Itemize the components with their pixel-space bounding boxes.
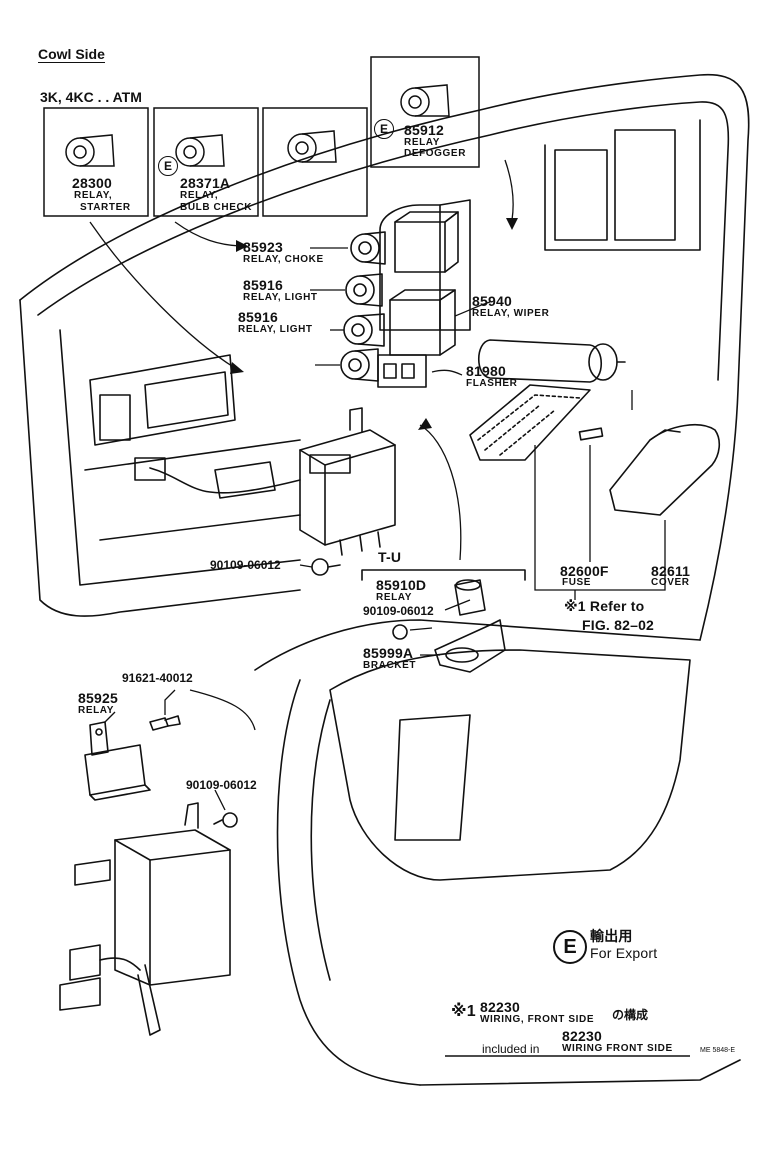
note-number: 82230 — [480, 999, 520, 1015]
part-number-81980: 81980 — [466, 363, 506, 379]
part-desc-85916-b: RELAY, LIGHT — [238, 324, 313, 335]
relay-85925 — [84, 744, 146, 796]
export-legend-en: For Export — [590, 945, 658, 961]
part-number-85925: 85925 — [78, 690, 118, 706]
cowl-side-heading: Cowl Side — [38, 46, 105, 63]
tu-label: T-U — [378, 549, 402, 565]
leader-28300 — [89, 221, 236, 369]
note-mark: ※1 — [451, 1003, 476, 1020]
part-desc-85940: RELAY, WIPER — [472, 308, 550, 319]
engine-note: 3K, 4KC . . ATM — [40, 89, 142, 105]
part-desc-28371a-2: BULB CHECK — [180, 202, 253, 213]
refer-line-2: FIG. 82–02 — [582, 617, 655, 633]
part-number-82600f: 82600F — [560, 563, 609, 579]
lower-control-module — [114, 829, 231, 986]
flasher-unit — [377, 354, 427, 388]
refer-line-1: ※1 Refer to — [564, 598, 645, 614]
dash-outline — [19, 73, 750, 641]
part-desc-82611: COVER — [651, 577, 690, 588]
part-desc-85910d: RELAY — [376, 592, 412, 603]
frame-28371a — [153, 107, 259, 217]
dash-inner-outline — [37, 101, 730, 381]
part-number-85923: 85923 — [243, 239, 283, 255]
part-number-85916-a: 85916 — [243, 277, 283, 293]
fuse-cylinder — [478, 339, 603, 383]
frame-plain-relay — [262, 107, 368, 217]
tu-bracket — [434, 619, 506, 673]
part-number-28300: 28300 — [72, 175, 112, 191]
note-included: included in — [482, 1042, 540, 1056]
part-desc-85912-2: DEFOGGER — [404, 148, 467, 159]
leader-fuse-group — [534, 445, 666, 591]
part-desc-28300-1: RELAY, — [74, 190, 113, 201]
part-number-28371a: 28371A — [180, 175, 231, 191]
part-number-90109-c: 90109-06012 — [186, 778, 257, 792]
export-legend-jp: 輸出用 — [590, 928, 633, 944]
export-badge-28371a: E — [158, 156, 178, 176]
part-desc-28300-2: STARTER — [80, 202, 131, 213]
part-number-90109-a: 90109-06012 — [210, 558, 281, 572]
export-badge-85912: E — [374, 119, 394, 139]
part-desc-85912-1: RELAY — [404, 137, 440, 148]
panel-window-1 — [554, 149, 608, 241]
note-wiring: WIRING, FRONT SIDE — [480, 1014, 595, 1025]
part-desc-85999a: BRACKET — [363, 660, 417, 671]
part-number-85912: 85912 — [404, 122, 444, 138]
part-desc-82600f: FUSE — [562, 577, 592, 588]
part-desc-28371a-1: RELAY, — [180, 190, 219, 201]
glovebox-outline — [329, 649, 691, 881]
part-desc-85925: RELAY — [78, 705, 114, 716]
export-legend-badge: E — [553, 930, 587, 964]
fuse-cover — [609, 424, 721, 516]
part-number-85910d: 85910D — [376, 577, 427, 593]
fuse — [578, 427, 604, 441]
drawing-code: ME 5848-E — [700, 1047, 736, 1054]
part-desc-85923: RELAY, CHOKE — [243, 254, 324, 265]
note-number-2: 82230 — [562, 1028, 602, 1044]
frame-28300 — [43, 107, 149, 217]
note-jp: の構成 — [612, 1008, 649, 1022]
part-number-85940: 85940 — [472, 293, 512, 309]
control-module — [299, 429, 396, 546]
part-number-91621: 91621-40012 — [122, 671, 193, 685]
part-number-85999a: 85999A — [363, 645, 414, 661]
relay-box-upper — [394, 221, 446, 273]
panel-window-2 — [614, 129, 676, 241]
fuse-block — [469, 384, 591, 461]
part-number-82611: 82611 — [651, 563, 691, 579]
part-number-90109-b: 90109-06012 — [363, 604, 434, 618]
note-wiring-2: WIRING FRONT SIDE — [562, 1043, 673, 1054]
relay-box-wiper — [389, 299, 441, 356]
part-number-85916-b: 85916 — [238, 309, 278, 325]
part-desc-85916-a: RELAY, LIGHT — [243, 292, 318, 303]
frame-85912 — [370, 56, 480, 168]
part-desc-81980: FLASHER — [466, 378, 518, 389]
